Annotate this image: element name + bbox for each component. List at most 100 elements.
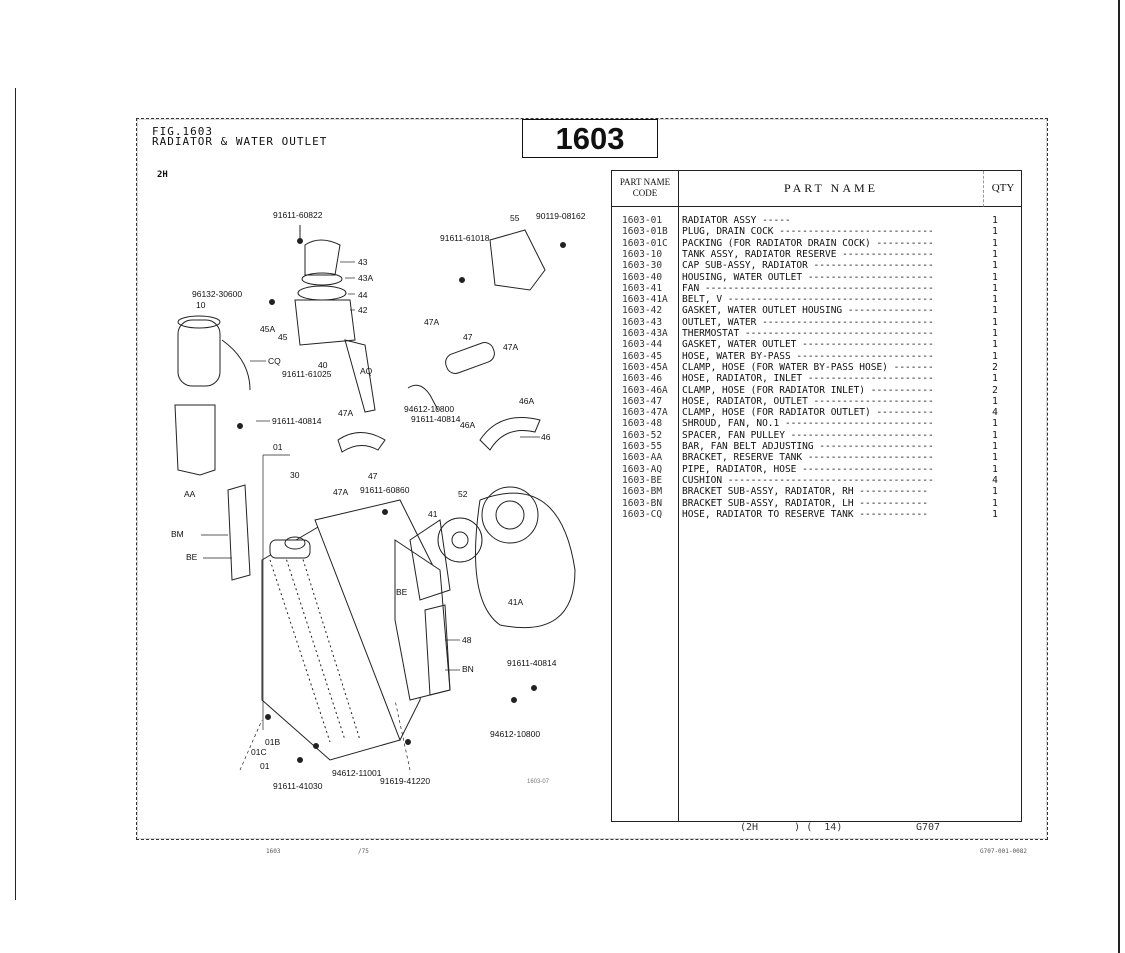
part-code: 1603-01B xyxy=(622,226,668,238)
part-code: 1603-42 xyxy=(622,305,663,317)
table-row: 1603-41 FAN -----------------------------… xyxy=(612,283,1021,294)
header-part-name: PART NAME xyxy=(679,171,983,207)
callout-label: 43 xyxy=(358,257,368,267)
part-code: 1603-BN xyxy=(622,497,663,509)
reserve-tank-drawing xyxy=(174,315,251,476)
part-code: 1603-44 xyxy=(622,339,663,351)
figure-number-box: 1603 xyxy=(522,119,658,158)
callout-label: 10 xyxy=(196,300,206,310)
scan-right-edge-line xyxy=(1118,0,1120,953)
footer-page-left: 1603 xyxy=(266,848,281,855)
figure-heading: FIG.1603 RADIATOR & WATER OUTLET xyxy=(152,126,327,147)
variant-label: 2H xyxy=(157,170,168,180)
part-code: 1603-45A xyxy=(622,361,668,373)
part-name: HOSE, RADIATOR, INLET ------------------… xyxy=(682,373,934,385)
part-code: 1603-AA xyxy=(622,452,663,464)
callout-label: 47 xyxy=(463,332,473,342)
callout-label: 45A xyxy=(260,324,276,334)
part-code: 1603-41 xyxy=(622,282,663,294)
callout-label: 47 xyxy=(368,471,378,481)
callout-label: 46A xyxy=(519,396,535,406)
callout-label: BN xyxy=(462,664,474,674)
part-qty: 1 xyxy=(992,497,998,509)
table-row: 1603-46A CLAMP, HOSE (FOR RADIATOR INLET)… xyxy=(612,385,1021,396)
callout-label: 48 xyxy=(462,635,472,645)
part-code: 1603-52 xyxy=(622,429,663,441)
column-divider xyxy=(678,206,679,821)
table-row: 1603-45A CLAMP, HOSE (FOR WATER BY-PASS H… xyxy=(612,362,1021,373)
callout-label: CQ xyxy=(268,356,281,366)
bracket-lh-drawing xyxy=(424,604,451,696)
part-name: FAN ------------------------------------… xyxy=(682,282,934,294)
part-code: 1603-47A xyxy=(622,407,668,419)
bracket-rh-drawing xyxy=(227,484,251,581)
part-code: 1603-45 xyxy=(622,350,663,362)
part-qty: 1 xyxy=(992,429,998,441)
part-name: BRACKET SUB-ASSY, RADIATOR, RH ---------… xyxy=(682,486,928,498)
scan-left-edge-line xyxy=(15,88,16,900)
part-qty: 2 xyxy=(992,384,998,396)
part-qty: 1 xyxy=(992,328,998,339)
hoses-drawing xyxy=(337,339,541,453)
part-name: OUTLET, WATER --------------------------… xyxy=(682,316,934,328)
callout-label: 47A xyxy=(333,487,349,497)
callout-label: 41A xyxy=(508,597,524,607)
header-qty: QTY xyxy=(983,171,1022,207)
callout-label: 94612-10800 xyxy=(404,404,455,414)
callout-label: 94612-11001 xyxy=(332,768,382,778)
part-qty: 1 xyxy=(992,305,998,317)
footer-page-right: G707-001-0082 xyxy=(980,848,1027,855)
part-name: BELT, V --------------------------------… xyxy=(682,294,934,306)
callout-label: 94612-10800 xyxy=(490,729,541,739)
callout-label: 44 xyxy=(358,290,368,300)
part-name: BRACKET SUB-ASSY, RADIATOR, LH ---------… xyxy=(682,497,928,509)
part-qty: 1 xyxy=(992,508,998,520)
part-code: 1603-46A xyxy=(622,384,668,396)
part-name: CLAMP, HOSE (FOR RADIATOR INLET) -------… xyxy=(682,384,934,396)
callout-label: 42 xyxy=(358,305,368,315)
callout-label: 55 xyxy=(510,213,520,223)
callout-label: BM xyxy=(171,529,184,539)
callout-label: 47A xyxy=(424,317,440,327)
part-code: 1603-10 xyxy=(622,248,663,260)
callout-label: 41 xyxy=(428,509,438,519)
callout-label: 47A xyxy=(503,342,519,352)
callout-label: 91611-40814 xyxy=(411,414,461,424)
part-name: PIPE, RADIATOR, HOSE -------------------… xyxy=(682,463,934,475)
callout-label: 47A xyxy=(338,408,354,418)
part-name: GASKET, WATER OUTLET HOUSING -----------… xyxy=(682,305,934,317)
part-name: HOUSING, WATER OUTLET ------------------… xyxy=(682,271,934,283)
callout-label: 52 xyxy=(458,489,468,499)
fan-pulley-drawing xyxy=(409,486,576,629)
part-code: 1603-48 xyxy=(622,418,663,430)
footer-catalog-code: G707 xyxy=(916,822,941,833)
part-qty: 4 xyxy=(992,474,998,486)
callout-label: 43A xyxy=(358,273,374,283)
callout-label: AQ xyxy=(360,366,373,376)
part-name: THERMOSTAT -----------------------------… xyxy=(682,328,934,339)
part-qty: 1 xyxy=(992,463,998,475)
part-name: BAR, FAN BELT ADJUSTING ----------------… xyxy=(682,441,934,452)
callout-label: 91611-60822 xyxy=(273,210,323,220)
part-code: 1603-BE xyxy=(622,474,663,486)
part-qty: 2 xyxy=(992,361,998,373)
part-name: CUSHION --------------------------------… xyxy=(682,474,934,486)
header-code: PART NAME CODE xyxy=(612,171,679,207)
callout-label: 91611-41030 xyxy=(273,781,323,791)
leader-lines xyxy=(201,261,540,771)
part-code: 1603-01C xyxy=(622,237,668,249)
part-name: CLAMP, HOSE (FOR WATER BY-PASS HOSE) ---… xyxy=(682,361,934,373)
callout-label: 01 xyxy=(260,761,270,771)
part-name: TANK ASSY, RADIATOR RESERVE ------------… xyxy=(682,248,934,260)
callout-label: AA xyxy=(184,489,196,499)
